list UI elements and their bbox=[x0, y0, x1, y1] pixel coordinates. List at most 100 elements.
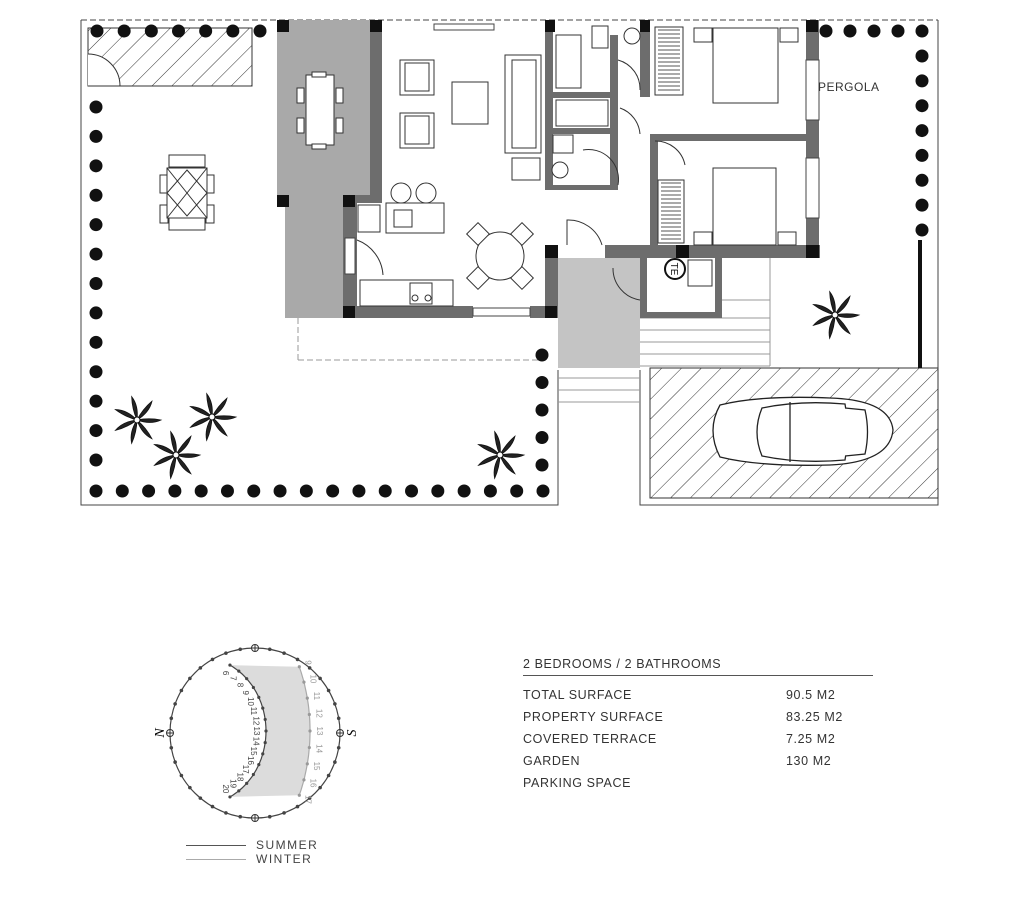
horizon-tick bbox=[169, 745, 174, 750]
hedge-shrub bbox=[89, 453, 103, 467]
hedge-shrub bbox=[483, 484, 497, 498]
bedroom-furniture bbox=[693, 27, 799, 246]
hedge-shrub bbox=[168, 484, 182, 498]
gate-door bbox=[87, 53, 121, 87]
winter-line-swatch bbox=[186, 858, 246, 860]
winter-hour-label: 12 bbox=[314, 709, 323, 718]
winter-hour-dot bbox=[297, 793, 301, 797]
row-value: 83.25 M2 bbox=[786, 710, 843, 724]
hedge-shrub bbox=[226, 24, 240, 38]
summer-hour-label: 9 bbox=[241, 691, 250, 696]
winter-hour-label: 17 bbox=[303, 795, 312, 804]
summer-hour-label: 19 bbox=[229, 779, 238, 788]
summer-hour-label: 20 bbox=[221, 784, 230, 793]
winter-hour-label: 13 bbox=[315, 727, 324, 736]
hedge-shrub bbox=[89, 129, 103, 143]
terrace-dining-table bbox=[296, 71, 344, 150]
legend-winter: WINTER bbox=[186, 852, 318, 866]
summer-hour-dot bbox=[251, 772, 255, 777]
hedge-shrub bbox=[405, 484, 419, 498]
palm-trees bbox=[114, 290, 861, 480]
summer-hour-label: 15 bbox=[249, 747, 258, 756]
hedge-shrub bbox=[535, 458, 549, 472]
hedge-shrub bbox=[220, 484, 234, 498]
sun-crescent-fill bbox=[230, 665, 310, 797]
hedge-row bbox=[89, 24, 929, 498]
summer-hour-dot bbox=[245, 677, 249, 681]
covered-terrace bbox=[277, 20, 380, 318]
horizon-tick bbox=[210, 804, 215, 809]
horizon-tick bbox=[326, 688, 331, 693]
car bbox=[712, 396, 894, 466]
winter-hour-label: 10 bbox=[308, 674, 317, 683]
horizon-tick bbox=[295, 804, 300, 809]
summer-hour-dot bbox=[257, 695, 261, 700]
meter-label: TE bbox=[668, 263, 679, 276]
hedge-shrub bbox=[89, 484, 103, 498]
hedge-shrub bbox=[89, 424, 103, 438]
bathroom-fixtures bbox=[551, 25, 641, 179]
palm-tree-icon bbox=[153, 430, 202, 480]
hedge-shrub bbox=[89, 188, 103, 202]
pergola-label: PERGOLA bbox=[818, 80, 880, 94]
horizon-tick bbox=[210, 657, 215, 662]
hedge-shrub bbox=[431, 484, 445, 498]
hedge-shrub bbox=[90, 24, 104, 38]
summer-hour-label: 11 bbox=[249, 707, 258, 716]
hedge-shrub bbox=[273, 484, 287, 498]
hedge-shrub bbox=[194, 484, 208, 498]
hedge-shrub bbox=[843, 24, 857, 38]
horizon-tick bbox=[267, 814, 272, 819]
horizon-tick bbox=[224, 651, 228, 655]
summer-hour-dot bbox=[261, 706, 265, 710]
hedge-shrub bbox=[89, 247, 103, 261]
entrance-steps bbox=[558, 258, 771, 403]
summer-hour-label: 16 bbox=[246, 756, 255, 765]
hedge-shrub bbox=[915, 148, 929, 162]
summary-row: PARKING SPACE bbox=[523, 772, 873, 794]
summer-hour-dot bbox=[251, 685, 255, 690]
hedge-shrub bbox=[253, 24, 267, 38]
summary-heading: 2 BEDROOMS / 2 BATHROOMS bbox=[523, 657, 873, 676]
south-label: S bbox=[345, 730, 360, 737]
horizon-tick bbox=[282, 651, 286, 655]
summer-hour-label: 13 bbox=[252, 727, 261, 736]
horizon-tick bbox=[238, 814, 243, 819]
wall-columns bbox=[277, 20, 922, 368]
horizon-tick bbox=[326, 773, 331, 778]
winter-hour-dot bbox=[302, 778, 306, 782]
palm-tree-icon bbox=[189, 392, 238, 442]
row-value: 130 M2 bbox=[786, 754, 832, 768]
winter-hour-label: 16 bbox=[308, 779, 317, 788]
hedge-shrub bbox=[89, 365, 103, 379]
hedge-shrub bbox=[89, 159, 103, 173]
legend-summer-label: SUMMER bbox=[256, 838, 319, 852]
horizon-tick bbox=[333, 760, 337, 764]
winter-hour-label: 11 bbox=[312, 692, 321, 701]
hedge-shrub bbox=[915, 223, 929, 237]
summer-hour-dot bbox=[261, 752, 265, 756]
house-walls bbox=[343, 20, 820, 318]
hedge-shrub bbox=[117, 24, 131, 38]
hedge-shrub bbox=[89, 218, 103, 232]
summer-hour-dot bbox=[257, 762, 261, 767]
summer-hour-label: 14 bbox=[251, 737, 260, 746]
hedge-shrub bbox=[915, 49, 929, 63]
summer-hour-dot bbox=[228, 663, 232, 667]
horizon-tick bbox=[307, 796, 312, 800]
hedge-shrub bbox=[915, 99, 929, 113]
row-value: 90.5 M2 bbox=[786, 688, 836, 702]
winter-hour-label: 9 bbox=[303, 660, 312, 665]
sun-path-diagram: N S 678910111213141516171819209101112131… bbox=[153, 644, 360, 822]
entrance-path bbox=[558, 258, 640, 368]
winter-hour-dot bbox=[307, 745, 311, 750]
winter-hour-label: 14 bbox=[314, 744, 323, 753]
winter-hour-dot bbox=[308, 729, 312, 733]
horizon-tick bbox=[224, 811, 228, 815]
summer-hour-dot bbox=[264, 729, 268, 733]
windows bbox=[344, 23, 820, 317]
horizon-tick bbox=[198, 666, 203, 670]
